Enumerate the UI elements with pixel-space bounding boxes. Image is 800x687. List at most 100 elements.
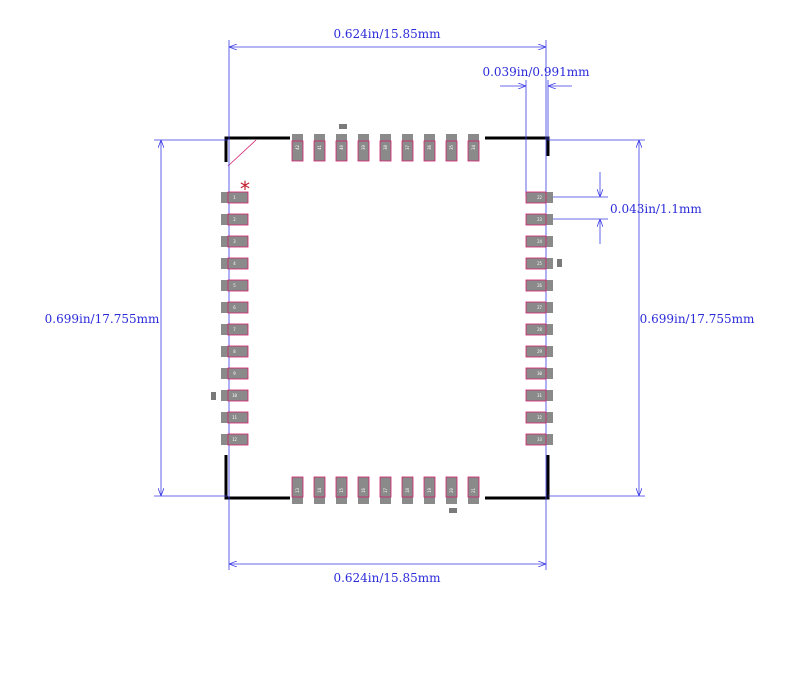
pad-copper-outline [467,140,480,162]
pad-left-1: 1 [221,191,249,204]
pad-top-41: 41 [313,134,326,162]
pad-shape [221,302,248,313]
pad-number: 4 [233,261,236,266]
pad-copper-outline [291,140,304,162]
pad-bottom-17: 17 [379,476,392,504]
pad-bottom-19: 19 [423,476,436,504]
pad-width-label: 0.039in/0.991mm [482,65,590,79]
pad-copper-outline [525,345,547,358]
pad-copper-outline [227,433,249,446]
left-height-label: 0.699in/17.755mm [45,312,160,326]
pad-copper-outline [227,367,249,380]
pad-number: 35 [449,145,454,150]
pad-shape [221,368,248,379]
pin1-chamfer-line [227,139,257,167]
pad-top-37: 37 [401,134,414,162]
pad-left-2: 2 [221,213,249,226]
pad-top-40: 40 [335,134,348,162]
pad-copper-outline [291,476,304,498]
pad-shape [221,434,248,445]
pad-shape [526,412,553,423]
pad-shape [526,192,553,203]
pad-copper-outline [423,140,436,162]
pad-number: 19 [427,488,432,493]
pad-copper-outline [227,191,249,204]
pad-shape [221,214,248,225]
pad-left-7: 7 [221,323,249,336]
pad-copper-outline [227,213,249,226]
pad-number: 22 [537,195,542,200]
pad-left-4: 4 [221,257,249,270]
pad-shape [526,434,553,445]
pad-shape [468,134,479,161]
pad-number: 17 [383,488,388,493]
pad-copper-outline [525,257,547,270]
top-width-label: 0.624in/15.85mm [333,27,441,41]
pad-shape [292,477,303,504]
fiducial-top [339,124,347,129]
pad-number: 34 [471,145,476,150]
pad-shape [221,412,248,423]
pad-number: 16 [361,488,366,493]
pad-right-26: 26 [525,279,553,292]
pad-shape [468,477,479,504]
pad-right-22: 22 [525,191,553,204]
pad-number: 26 [537,283,542,288]
pad-bottom-18: 18 [401,476,414,504]
pad-copper-outline [357,140,370,162]
pad-shape [221,192,248,203]
pad-copper-outline [525,213,547,226]
pad-copper-outline [525,323,547,336]
pad-number: 37 [405,145,410,150]
pad-shape [402,134,413,161]
pad-shape [526,236,553,247]
pad-shape [526,324,553,335]
pad-top-35: 35 [445,134,458,162]
pad-number: 32 [537,415,542,420]
pad-left-10: 10 [221,389,249,402]
pad-number: 1 [233,195,236,200]
pad-shape [526,280,553,291]
pad-shape [221,346,248,357]
pad-copper-outline [525,367,547,380]
pad-copper-outline [445,140,458,162]
pad-left-9: 9 [221,367,249,380]
pad-copper-outline [401,476,414,498]
pad-copper-outline [227,389,249,402]
pad-left-12: 12 [221,433,249,446]
pad-shape [526,390,553,401]
pad-left-8: 8 [221,345,249,358]
pad-number: 8 [233,349,236,354]
pad-number: 24 [537,239,542,244]
pad-copper-outline [525,411,547,424]
component-outline [224,136,550,500]
pad-number: 39 [361,145,366,150]
pad-copper-outline [423,476,436,498]
pad-shape [336,477,347,504]
pad-number: 12 [232,437,237,442]
pad-shape [424,134,435,161]
pad-number: 40 [339,145,344,150]
pad-right-33: 33 [525,433,553,446]
pad-shape [292,134,303,161]
pad-copper-outline [525,433,547,446]
pad-number: 27 [537,305,542,310]
fiducial-marks [211,124,562,513]
pad-shape [358,477,369,504]
fiducial-left [211,392,216,400]
bottom-width-label: 0.624in/15.85mm [333,571,441,585]
pad-number: 21 [471,488,476,493]
pad-left-6: 6 [221,301,249,314]
pad-shape [380,477,391,504]
pad-shape [402,477,413,504]
pad-number: 23 [537,217,542,222]
pad-shape [221,236,248,247]
pad-copper-outline [313,476,326,498]
pad-number: 5 [233,283,236,288]
pad-number: 6 [233,305,236,310]
pad-shape [526,346,553,357]
pad-right-23: 23 [525,213,553,226]
